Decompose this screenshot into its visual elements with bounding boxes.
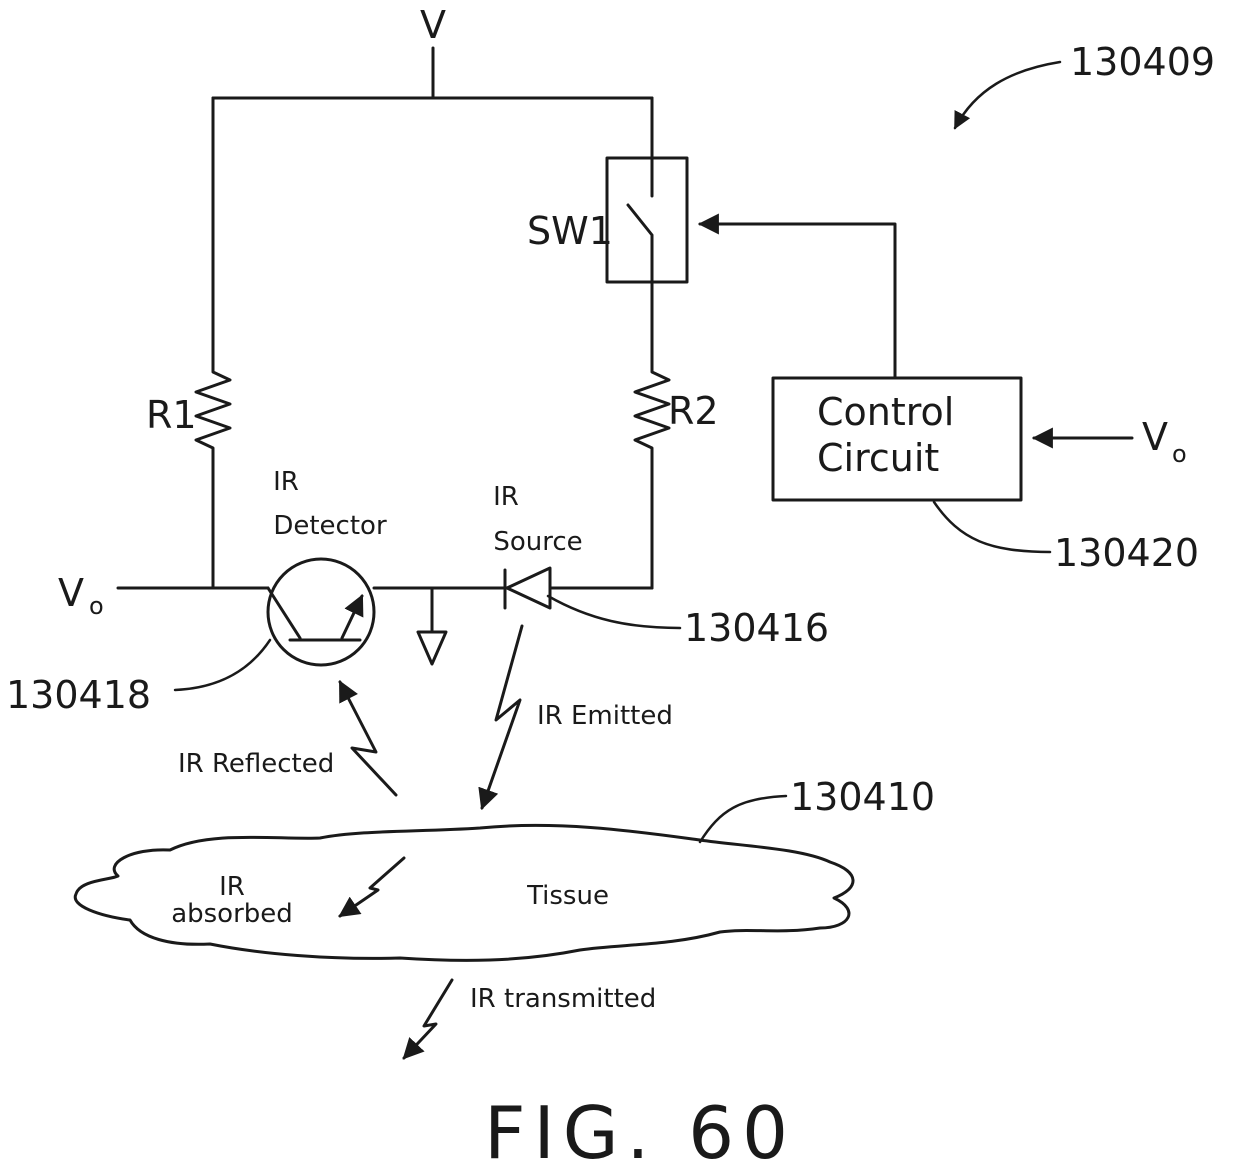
control-label-line2: Circuit: [817, 436, 939, 480]
ref-control-leader: [934, 502, 1050, 552]
ir-absorbed-label-line2: absorbed: [171, 899, 293, 929]
sw1-box: [607, 158, 687, 282]
r2-label: R2: [668, 389, 719, 433]
ref-detector-leader: [175, 640, 270, 690]
ground-icon: [418, 632, 446, 664]
ref-tissue-label: 130410: [790, 775, 935, 819]
ref-system-label: 130409: [1070, 40, 1215, 84]
ir-reflected-arrow: [340, 682, 396, 795]
ir-detector-label-line1: IR: [273, 467, 299, 497]
ir-detector-label-line2: Detector: [273, 511, 387, 541]
ir-source-label-line2: Source: [493, 527, 582, 557]
figure-caption: FIG. 60: [484, 1091, 796, 1174]
sw1-contact: [628, 205, 652, 235]
ir-absorbed-arrow: [340, 858, 404, 916]
ir-absorbed-label-line1: IR: [219, 872, 245, 902]
sw1-label: SW1: [527, 209, 613, 253]
vo-left-subscript: o: [89, 592, 104, 620]
ir-transmitted-label: IR transmitted: [470, 984, 656, 1014]
vo-left-label: V: [58, 571, 84, 615]
ir-transmitted-arrow: [404, 980, 452, 1058]
detector-emitter: [342, 596, 362, 638]
control-to-switch-arrow: [700, 224, 895, 378]
r2-resistor: [635, 365, 669, 588]
supply-label: V: [420, 3, 446, 47]
r1-label: R1: [146, 393, 197, 437]
vo-right-subscript: o: [1172, 440, 1187, 468]
ir-emitted-arrow: [482, 626, 522, 808]
ir-source-diode-icon: [507, 568, 550, 608]
ref-source-label: 130416: [684, 606, 829, 650]
tissue-cloud: [75, 825, 853, 960]
vo-right-label: V: [1142, 415, 1168, 459]
ref-detector-label: 130418: [6, 673, 151, 717]
r1-resistor: [196, 365, 230, 588]
control-label-line1: Control: [817, 390, 954, 434]
ref-control-label: 130420: [1054, 531, 1199, 575]
ir-source-label-line1: IR: [493, 482, 519, 512]
ref-system-arrow: [955, 62, 1060, 128]
ref-tissue-leader: [700, 796, 786, 842]
tissue-label: Tissue: [526, 881, 609, 911]
ir-reflected-label: IR Reflected: [178, 749, 334, 779]
ref-source-leader: [548, 596, 680, 628]
ir-emitted-label: IR Emitted: [537, 701, 673, 731]
